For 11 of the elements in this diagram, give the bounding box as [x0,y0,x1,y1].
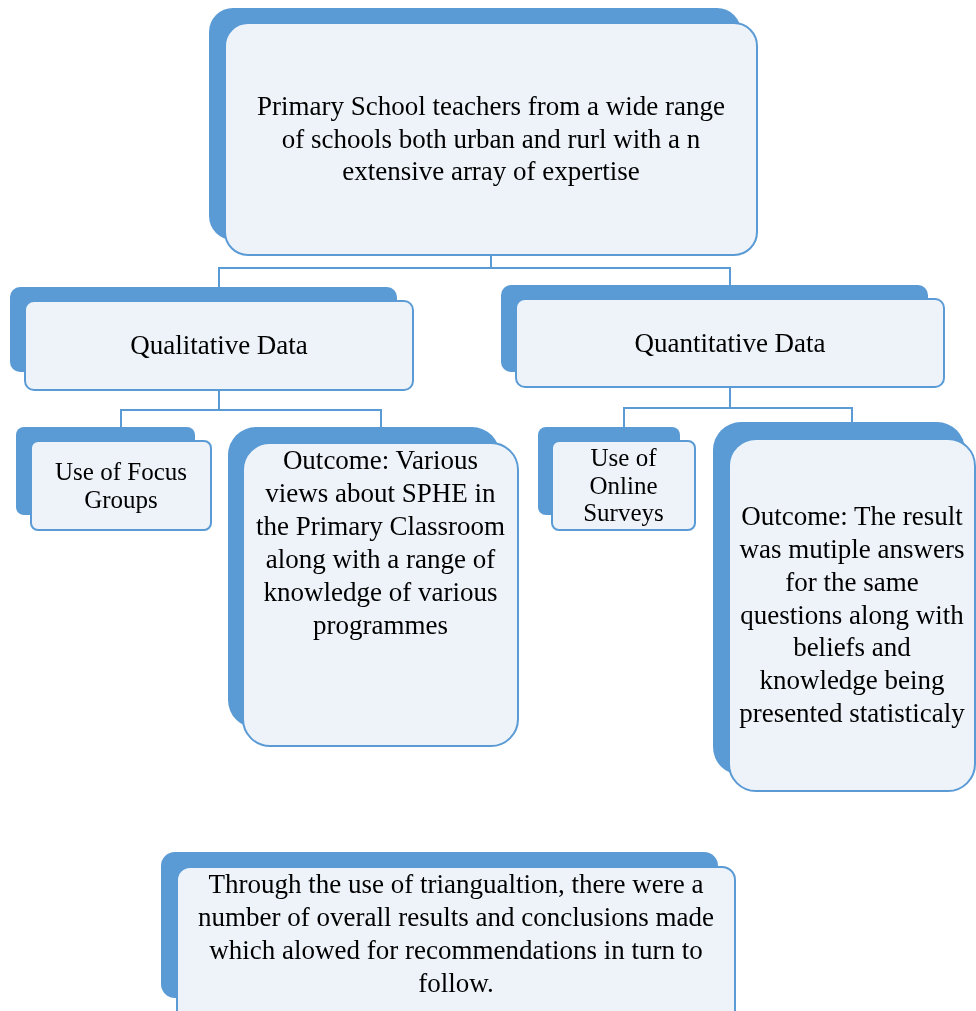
connector-line [490,255,731,286]
box-text: Quantitative Data [634,326,826,360]
box-text: Qualitative Data [130,329,308,362]
box-text: Use of Online Surveys [582,444,665,527]
connector-line [729,387,853,423]
box-text: Use of Focus Groups [54,458,188,513]
box-text: Outcome: The result was mutiple answers for the same questions along with beliefs and knowledge being presented statisticaly [738,499,966,731]
box-text: Through the use of triangualtion, there were a number of overall results and conclusions made which alowed for recommendations in turn to follow. [197,868,715,1000]
box-text: Outcome: Various views about SPHE in the Primary Classroom along with a range of knowledge of various programmes [255,444,506,642]
connector-line [218,390,382,428]
box-text: Primary School teachers from a wide range of schools both urban and rurl with a n extensive array of expertise [256,89,726,189]
